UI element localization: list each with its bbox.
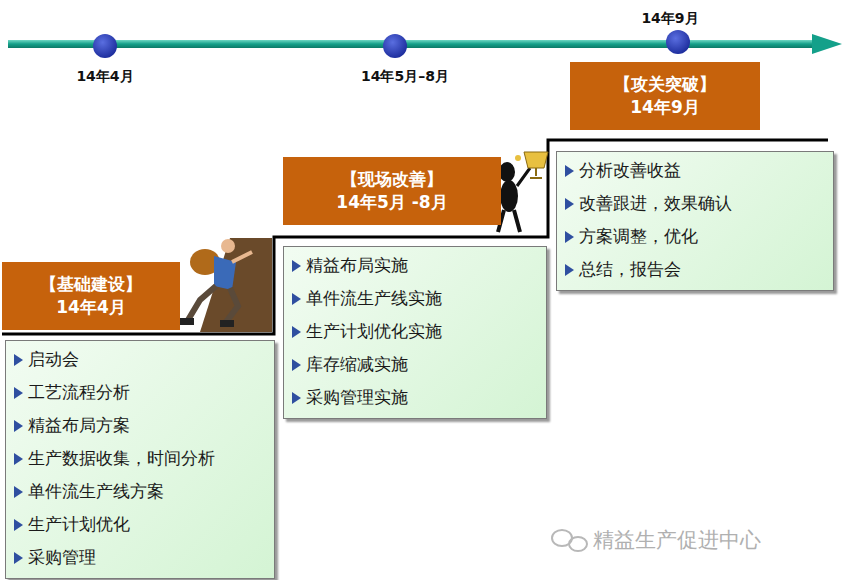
task-item: 精益布局方案 [12, 409, 266, 442]
stage-header: 【现场改善】 14年5月 -8月 [283, 157, 501, 225]
timeline-dot [383, 34, 407, 58]
task-item: 精益布局实施 [290, 249, 538, 282]
stage-text: 14年5月 -8月 [336, 192, 447, 212]
task-list-box: 精益布局实施单件流生产线实施生产计划优化实施库存缩减实施采购管理实施 [283, 246, 547, 419]
bullet-arrow [565, 264, 574, 276]
task-item: 生产计划优化实施 [290, 315, 538, 348]
stage-title: 【现场改善】 [293, 168, 491, 191]
timeline-date: 14年4月 [76, 68, 133, 86]
timeline-date: 14年9月 [641, 10, 698, 28]
task-item: 单件流生产线实施 [290, 282, 538, 315]
stage-title: 【攻关突破】 [580, 73, 750, 96]
bullet-arrow [14, 354, 23, 366]
task-item: 采购管理实施 [290, 381, 538, 414]
task-text: 工艺流程分析 [28, 382, 130, 402]
stage-title: 【基础建设】 [12, 273, 170, 296]
task-text: 总结，报告会 [579, 259, 681, 279]
timeline-arrowhead [812, 34, 842, 54]
task-text: 单件流生产线实施 [306, 288, 442, 308]
bullet-arrow [292, 260, 301, 272]
task-item: 方案调整，优化 [563, 220, 825, 253]
stage-text: 14年4月 [56, 297, 126, 317]
task-text: 精益布局实施 [306, 255, 408, 275]
task-item: 生产数据收集，时间分析 [12, 442, 266, 475]
bullet-arrow [292, 326, 301, 338]
bullet-arrow [14, 486, 23, 498]
task-item: 库存缩减实施 [290, 348, 538, 381]
bullet-arrow [292, 293, 301, 305]
task-text: 采购管理 [28, 547, 96, 567]
task-item: 采购管理 [12, 541, 266, 574]
watermark-logo [552, 530, 587, 551]
bullet-arrow [14, 453, 23, 465]
task-item: 生产计划优化 [12, 508, 266, 541]
bullet-arrow [565, 231, 574, 243]
timeline-bar [8, 40, 814, 48]
watermark: 精益生产促进中心 [593, 526, 761, 554]
stage-text: 【基础建设】 [40, 274, 142, 294]
stage-text: 【现场改善】 [341, 169, 443, 189]
bullet-arrow [565, 198, 574, 210]
task-text: 单件流生产线方案 [28, 481, 164, 501]
task-text: 库存缩减实施 [306, 354, 408, 374]
stage-header: 【基础建设】 14年4月 [2, 262, 180, 330]
task-item: 总结，报告会 [563, 253, 825, 286]
bullet-arrow [14, 420, 23, 432]
task-text: 生产计划优化 [28, 514, 130, 534]
task-list-box: 分析改善收益改善跟进，效果确认方案调整，优化总结，报告会 [556, 151, 834, 291]
task-text: 启动会 [28, 349, 79, 369]
task-list-box: 启动会工艺流程分析精益布局方案生产数据收集，时间分析单件流生产线方案生产计划优化… [5, 340, 275, 579]
task-text: 方案调整，优化 [579, 226, 698, 246]
bullet-arrow [565, 165, 574, 177]
bullet-arrow [14, 387, 23, 399]
task-item: 单件流生产线方案 [12, 475, 266, 508]
task-text: 生产数据收集，时间分析 [28, 448, 215, 468]
stage-date: 14年4月 [12, 296, 170, 319]
timeline-date: 14年5月–8月 [361, 68, 449, 86]
stage-text: 【攻关突破】 [614, 74, 716, 94]
task-text: 精益布局方案 [28, 415, 130, 435]
stage-date: 14年5月 -8月 [293, 191, 491, 214]
stage-text: 14年9月 [630, 97, 700, 117]
bullet-arrow [292, 359, 301, 371]
task-item: 分析改善收益 [563, 154, 825, 187]
task-text: 改善跟进，效果确认 [579, 193, 732, 213]
timeline-dot [93, 34, 117, 58]
climber-figure [180, 238, 272, 332]
timeline-dot [666, 30, 690, 54]
bullet-arrow [14, 519, 23, 531]
bullet-arrow [14, 552, 23, 564]
task-text: 生产计划优化实施 [306, 321, 442, 341]
task-item: 工艺流程分析 [12, 376, 266, 409]
bullet-arrow [292, 392, 301, 404]
task-text: 分析改善收益 [579, 160, 681, 180]
stage-date: 14年9月 [580, 96, 750, 119]
task-item: 改善跟进，效果确认 [563, 187, 825, 220]
task-text: 采购管理实施 [306, 387, 408, 407]
stage-header: 【攻关突破】 14年9月 [570, 62, 760, 130]
task-item: 启动会 [12, 343, 266, 376]
